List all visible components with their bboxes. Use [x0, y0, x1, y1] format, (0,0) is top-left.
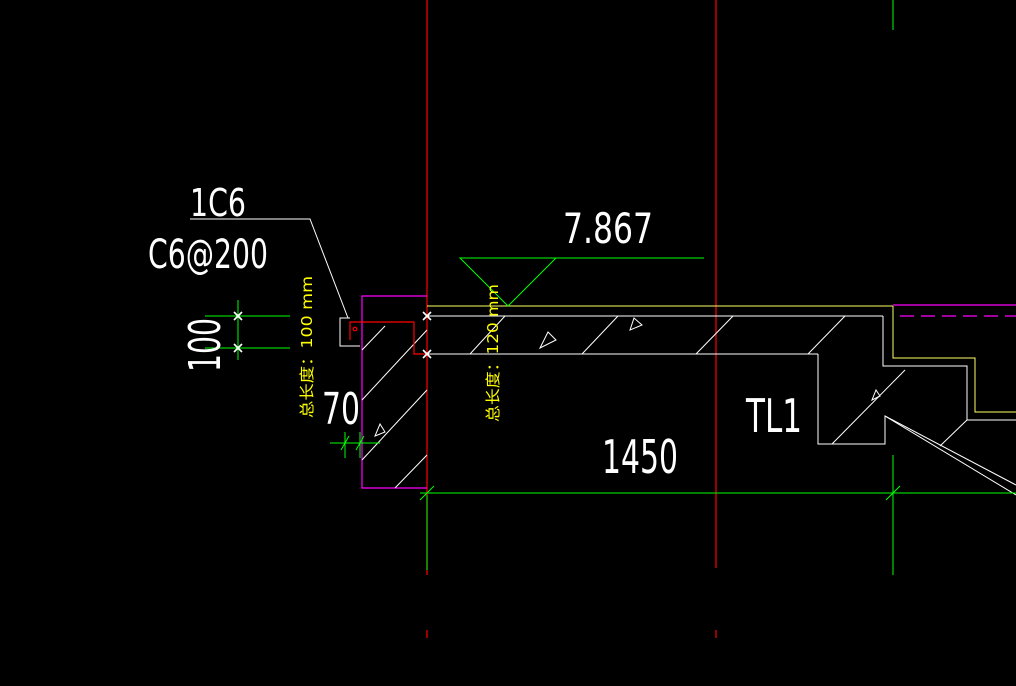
beam-name-label: TL1 — [745, 389, 802, 443]
step-outline-yellow — [892, 306, 1016, 413]
grid-axes — [426, 0, 717, 638]
hatch — [469, 315, 506, 355]
slab-top-edge — [427, 305, 1016, 413]
dim-1450-label: 1450 — [602, 430, 678, 484]
measure-point-3 — [422, 311, 432, 321]
dim-1450-tick-right — [885, 485, 901, 501]
dim-1450-tick-left — [419, 485, 435, 501]
hatch — [361, 325, 386, 351]
hatch — [807, 315, 846, 355]
hatch — [394, 454, 428, 489]
rebar-dot — [352, 326, 358, 332]
extension-lines — [426, 0, 894, 575]
hatch — [939, 419, 968, 447]
elevation-label: 7.867 — [563, 204, 653, 253]
aggregate-mark — [374, 422, 386, 437]
rebar-leader — [190, 218, 360, 347]
measure-point-1 — [233, 311, 243, 321]
beam-underside — [817, 354, 1016, 496]
rebar-hook — [349, 321, 427, 355]
hatch — [831, 369, 906, 445]
dimension-lines — [205, 257, 1016, 501]
measure-point-2 — [233, 343, 243, 353]
hatch — [361, 389, 428, 461]
rebar-leader-box — [339, 317, 360, 347]
formwork-left-post — [361, 295, 427, 489]
dim-70-label: 70 — [322, 384, 360, 435]
hatch — [361, 329, 428, 401]
total-length-left-label: 总长度：100 mm — [298, 276, 316, 418]
beam-outline — [882, 316, 1016, 421]
bar-spacing-label: C6@200 — [148, 232, 268, 278]
aggregate-mark — [538, 331, 557, 350]
concrete-section — [361, 315, 1016, 496]
measure-points — [233, 311, 432, 359]
hatch — [581, 315, 619, 355]
rebar — [349, 321, 427, 355]
beam-lower-chamfer — [884, 415, 1016, 486]
elevation-triangle — [458, 257, 558, 307]
rebar-leader-line — [190, 218, 349, 319]
measure-point-4 — [422, 349, 432, 359]
total-length-right-label: 总长度：120 mm — [484, 284, 502, 422]
bar-count-label: 1C6 — [190, 181, 246, 225]
aggregate-mark — [871, 388, 881, 402]
formwork-outline — [361, 295, 1016, 489]
aggregate-mark — [629, 317, 643, 331]
dim-100-label: 100 — [180, 318, 231, 372]
hatch — [695, 315, 734, 355]
